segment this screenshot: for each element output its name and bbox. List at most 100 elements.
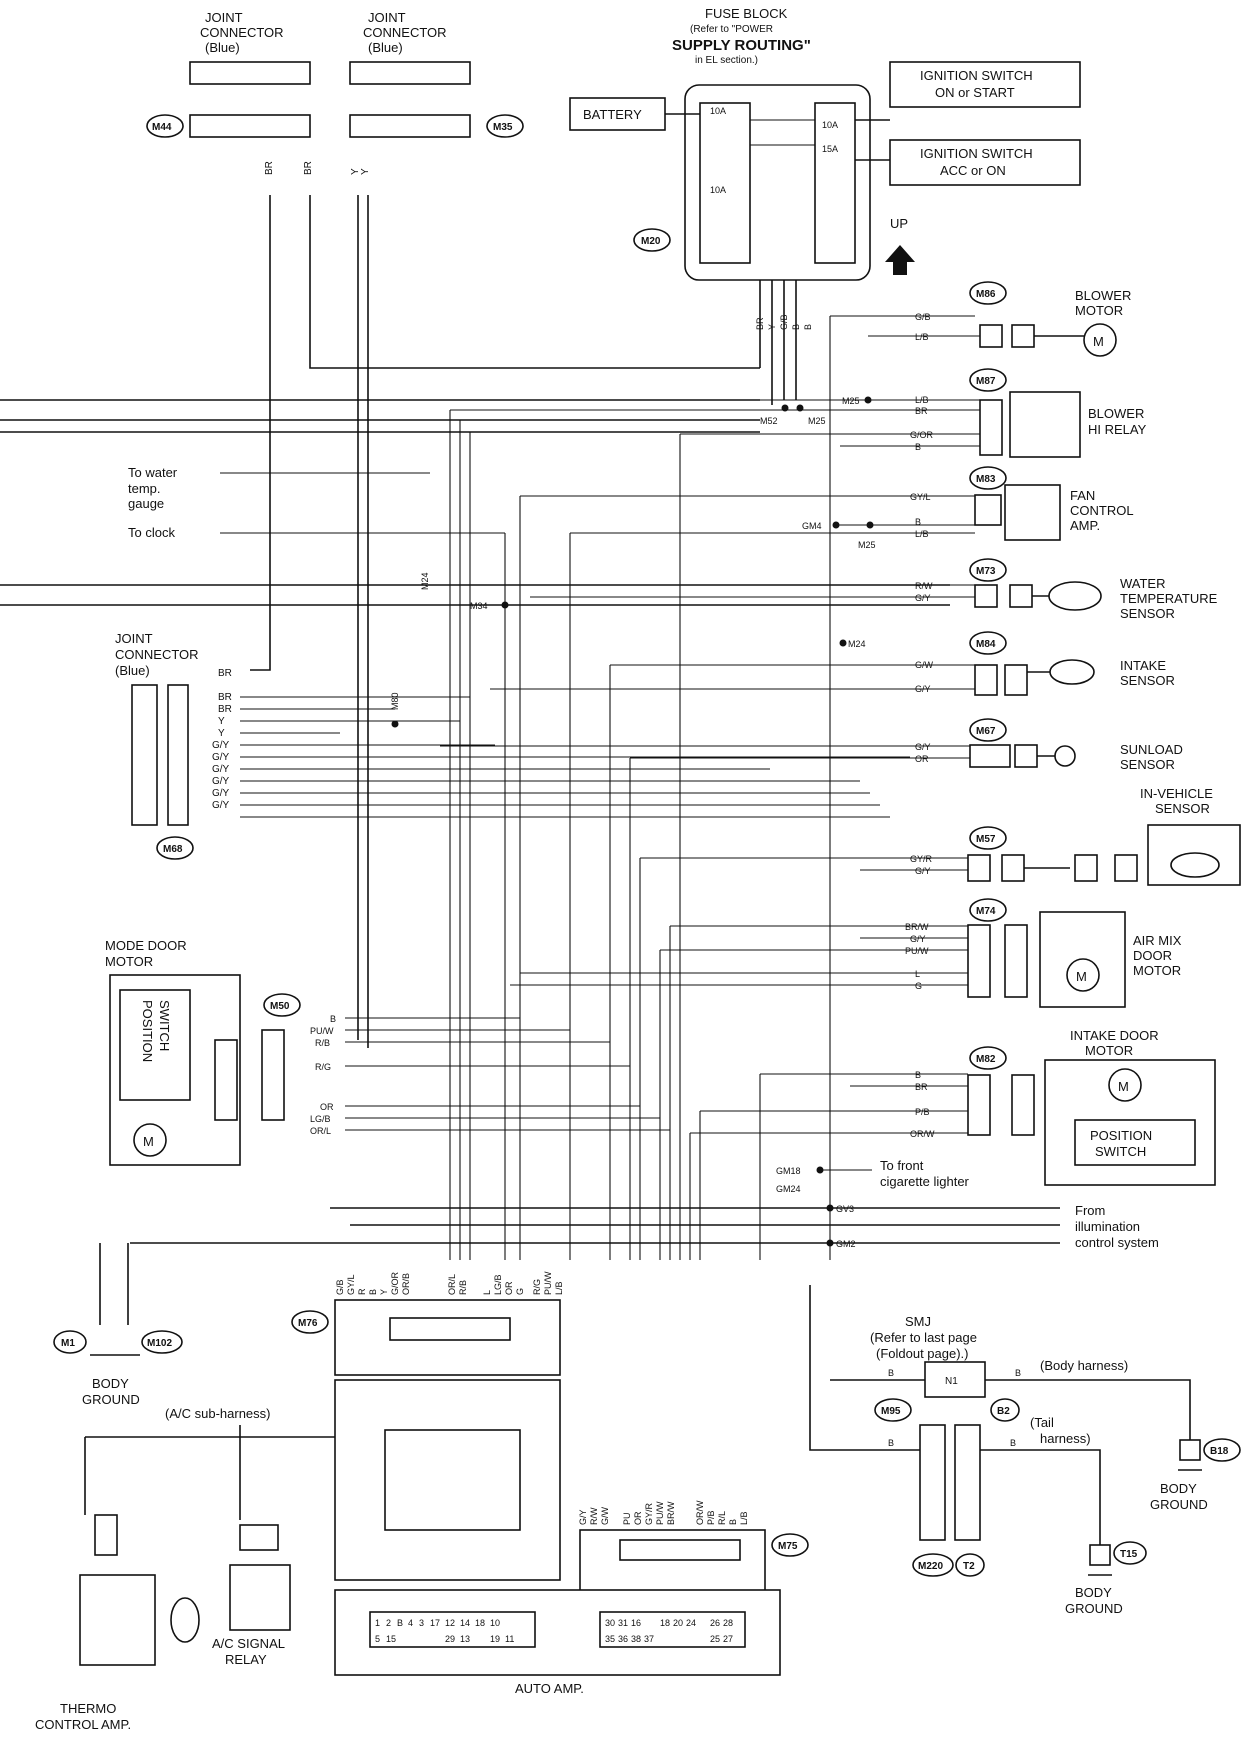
air-mix-m: M xyxy=(1076,969,1087,984)
m95-label: M95 xyxy=(881,1406,901,1417)
m76-w13: R/G xyxy=(532,1279,542,1295)
rw-b2: B xyxy=(915,517,921,527)
m75-w5: GY/R xyxy=(644,1502,654,1525)
pin-lt7: 14 xyxy=(460,1618,470,1628)
rw-b1: B xyxy=(915,442,921,452)
m75-w2: G/W xyxy=(600,1506,610,1525)
pin-rt6: 26 xyxy=(710,1618,720,1628)
junction-gm4: GM4 xyxy=(802,521,822,531)
m44-tag xyxy=(146,114,184,138)
jc-mid-l1: JOINT xyxy=(115,631,153,646)
m74-connector xyxy=(967,924,991,998)
t15-label: T15 xyxy=(1120,1549,1138,1560)
to-water-gauge-l1: To water xyxy=(128,465,178,480)
rw-brw: BR/W xyxy=(905,922,929,932)
water-temp-l2: TEMPERATURE xyxy=(1120,591,1218,606)
body-ground-right-l2: GROUND xyxy=(1150,1497,1208,1512)
m50-w4: OR xyxy=(320,1102,334,1112)
mode-door-l2: MOTOR xyxy=(105,954,153,969)
m95-tag xyxy=(874,1398,912,1422)
m87-label: M87 xyxy=(976,376,996,387)
m50-w3: R/G xyxy=(315,1062,331,1072)
fuse-block-ref: (Refer to "POWER xyxy=(690,24,773,35)
pin-lt6: 12 xyxy=(445,1618,455,1628)
pin-rb2: 38 xyxy=(631,1634,641,1644)
top-wire-y-2: Y xyxy=(360,168,371,175)
body-ground-right-l1: BODY xyxy=(1160,1481,1197,1496)
fuse-wire-b2: B xyxy=(803,324,813,330)
sunload-group: M67 SUNLOAD SENSOR xyxy=(969,718,1183,772)
wire-m220 xyxy=(809,1285,920,1451)
jc-left-line3: (Blue) xyxy=(205,40,240,55)
up-arrow: UP xyxy=(885,216,915,275)
intake-sensor-l1: INTAKE xyxy=(1120,658,1166,673)
blower-relay-group: M87 BLOWER HI RELAY xyxy=(969,368,1147,458)
ign-acc-on-l1: IGNITION SWITCH xyxy=(920,146,1033,161)
thermo-connector xyxy=(94,1514,118,1556)
pin-rt2: 16 xyxy=(631,1618,641,1628)
blower-relay-box xyxy=(1009,391,1081,458)
m68-block-right xyxy=(167,684,189,826)
m76-w1: GY/L xyxy=(346,1274,356,1295)
jc-right-line2: CONNECTOR xyxy=(363,25,447,40)
junction-dots: M25 M52 M25 GM4 M25 M24 M34 M80 M24 GM18… xyxy=(390,396,876,1249)
m74-label: M74 xyxy=(976,906,996,917)
ac-relay-box xyxy=(229,1564,291,1631)
smj-group: SMJ (Refer to last page (Foldout page).)… xyxy=(830,1314,1191,1440)
m68-wire-labels: BR BR BR Y Y G/Y G/Y G/Y G/Y G/Y G/Y xyxy=(212,668,232,811)
rw-b3: B xyxy=(915,1070,921,1080)
ign-on-start-l2: ON or START xyxy=(935,85,1015,100)
m82-label: M82 xyxy=(976,1054,996,1065)
jc-right-upper-block xyxy=(349,61,471,85)
m220-wire-b: B xyxy=(888,1438,894,1448)
from-illum-l3: control system xyxy=(1075,1235,1159,1250)
m57-mating xyxy=(1001,854,1025,882)
sunload-l2: SENSOR xyxy=(1120,757,1175,772)
in-vehicle-l2: SENSOR xyxy=(1155,801,1210,816)
jdot-m80 xyxy=(391,720,399,728)
m75-tag xyxy=(771,1533,809,1557)
rw-or: OR xyxy=(915,754,929,764)
rw-gy1: G/Y xyxy=(915,593,931,603)
from-illum-l1: From xyxy=(1075,1203,1105,1218)
top-wire-y-1: Y xyxy=(350,168,361,175)
pos-sw-right-l1: POSITION xyxy=(1090,1128,1152,1143)
m76-w8: R/B xyxy=(458,1280,468,1295)
air-mix-motor-icon xyxy=(1066,958,1100,992)
m50-w0: B xyxy=(330,1014,336,1024)
jc-left-line2: CONNECTOR xyxy=(200,25,284,40)
m73-label: M73 xyxy=(976,566,996,577)
m76-wire-labels: G/B GY/L R B Y G/OR OR/B OR/L R/B L LG/B… xyxy=(335,1271,564,1295)
m76-w9: L xyxy=(482,1290,492,1295)
pin-lb4: 19 xyxy=(490,1634,500,1644)
intake-door-group: INTAKE DOOR MOTOR M82 M POSITION SWITCH xyxy=(967,1028,1216,1186)
m50-w2: R/B xyxy=(315,1038,330,1048)
junction-m24b: M24 xyxy=(848,639,866,649)
junction-m52: M52 xyxy=(760,416,778,426)
water-temp-l3: SENSOR xyxy=(1120,606,1175,621)
blower-motor-group: M86 M BLOWER MOTOR xyxy=(969,281,1131,357)
b2-tag xyxy=(990,1398,1020,1422)
m68-w5: G/Y xyxy=(212,740,230,751)
tail-harness-l1: (Tail xyxy=(1030,1415,1054,1430)
rw-lb3: L/B xyxy=(915,529,929,539)
pin-lt8: 18 xyxy=(475,1618,485,1628)
blower-relay-l1: BLOWER xyxy=(1088,406,1144,421)
pin-lt4: 3 xyxy=(419,1618,424,1628)
rw-puw: PU/W xyxy=(905,946,929,956)
to-clock: To clock xyxy=(128,525,175,540)
m68-w9: G/Y xyxy=(212,788,230,799)
rw-gy4: G/Y xyxy=(915,866,931,876)
m75-w4: OR xyxy=(633,1511,643,1525)
m75-w8: OR/W xyxy=(695,1500,705,1525)
rw-pb: P/B xyxy=(915,1107,930,1117)
rw-gb: G/B xyxy=(915,312,931,322)
mode-door-group: MODE DOOR MOTOR POSITION SWITCH M xyxy=(105,938,241,1166)
wire-t2 xyxy=(980,1449,1101,1545)
auto-amp-label: AUTO AMP. xyxy=(515,1681,584,1696)
fuse-block-routing: SUPPLY ROUTING" xyxy=(672,37,811,54)
body-ground-left-l1: BODY xyxy=(92,1376,129,1391)
m68-w7: G/Y xyxy=(212,764,230,775)
fan-amp-l1: FAN xyxy=(1070,488,1095,503)
jc-left-line1: JOINT xyxy=(205,10,243,25)
